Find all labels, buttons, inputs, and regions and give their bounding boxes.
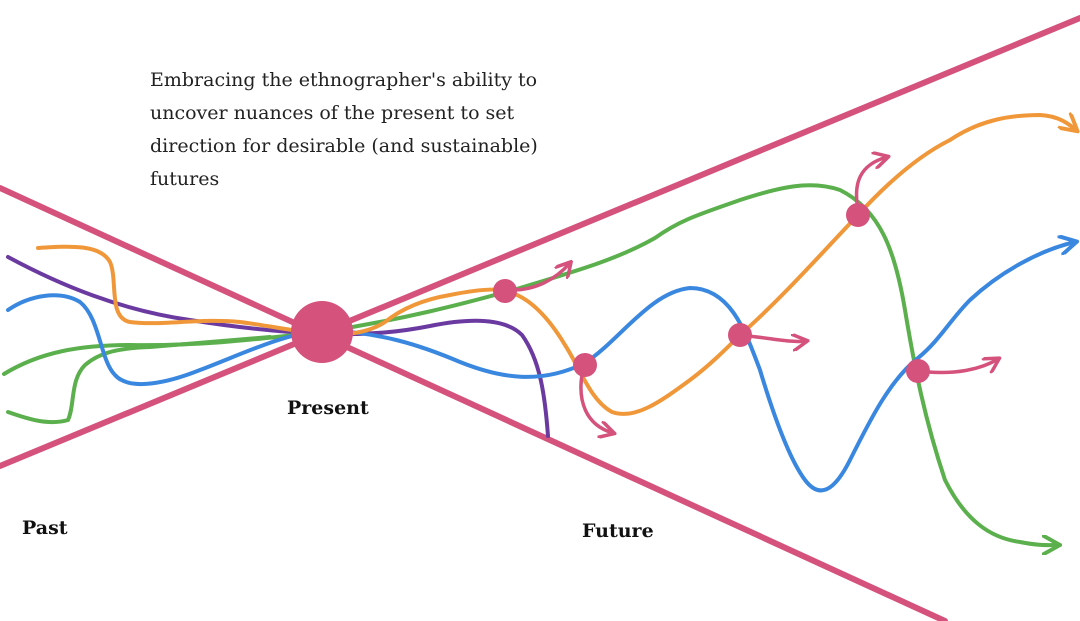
cone-lower-line [0,15,1080,469]
decision-node-1 [493,279,517,303]
past-label: Past [22,517,68,539]
decision-nodes [493,203,930,383]
future-label: Future [582,520,654,542]
branch-arrow-5 [926,359,998,375]
branch-arrows [510,157,998,433]
orange-path [36,115,1076,416]
decision-node-3 [728,323,752,347]
branch-arrow-4 [854,157,887,205]
present-label: Present [287,397,369,419]
branch-arrow-3 [746,336,806,341]
diagram-caption: Embracing the ethnographer's ability to … [150,69,538,190]
present-node [291,301,353,363]
green-path-2 [2,183,1058,545]
cone-lines [0,15,1080,621]
cone-upper-line [0,185,948,621]
decision-node-5 [906,359,930,383]
branch-arrow-1 [510,263,570,292]
branch-arrow-2 [579,373,613,433]
decision-node-2 [573,353,597,377]
blue-path [6,242,1075,493]
decision-node-4 [846,203,870,227]
